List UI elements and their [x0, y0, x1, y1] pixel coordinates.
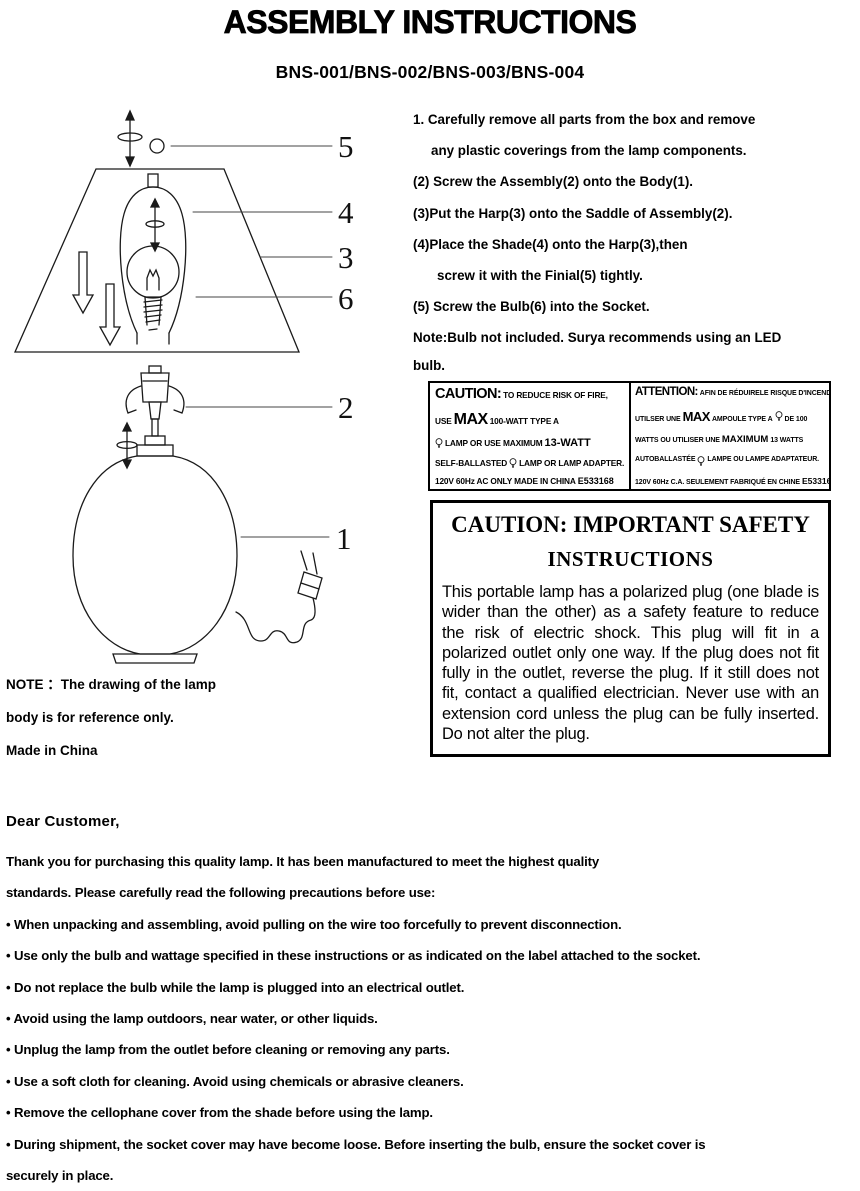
cert-number: E533168 — [577, 476, 614, 486]
note-line-2: body is for reference only. — [6, 710, 174, 725]
precaution-7: • Remove the cellophane cover from the s… — [6, 1105, 433, 1121]
attention-word: ATTENTION: — [635, 386, 698, 398]
maximum-word-fr: MAXIMUM — [721, 434, 769, 445]
precaution-3: • Do not replace the bulb while the lamp… — [6, 979, 465, 995]
autoballastee-text: AUTOBALLASTÉE — [635, 455, 696, 463]
shade-outline — [14, 168, 300, 353]
down-arrow-icon — [71, 251, 95, 315]
thirteen-watt: 13-WATT — [544, 437, 591, 449]
use-word: USE — [435, 415, 452, 426]
finial-ball — [149, 138, 165, 154]
callout-assembly: 2 — [338, 390, 354, 425]
lamp-body-drawing — [72, 455, 238, 664]
model-numbers: BNS-001/BNS-002/BNS-003/BNS-004 — [275, 62, 585, 82]
warning-label-en: CAUTION: TO REDUCE RISK OF FIRE, USE MAX… — [430, 383, 629, 489]
caution-word: CAUTION: — [435, 386, 502, 402]
harp-screw-icon — [145, 197, 165, 253]
safety-instructions-box: CAUTION: IMPORTANT SAFETY INSTRUCTIONS T… — [430, 500, 831, 757]
step-1-line-1: 1. Carefully remove all parts from the b… — [413, 112, 756, 127]
max-word-fr: MAX — [682, 408, 711, 424]
step-4-line-2: screw it with the Finial(5) tightly. — [437, 268, 643, 284]
down-arrow-icon — [98, 283, 122, 347]
voltage-text-fr: 120V 60Hz C.A. SEULEMENT FABRIQUÉ EN CHI… — [635, 479, 801, 486]
step-4-line-1: (4)Place the Shade(4) onto the Harp(3),t… — [413, 236, 688, 252]
attention-text: AFIN DE RÉDUIRELE RISQUE D'INCENDE, — [699, 390, 829, 397]
socket-assembly-drawing — [125, 365, 185, 457]
note-line-1: NOTE ：The drawing of the lamp — [6, 677, 217, 692]
socket-screw-icon — [116, 421, 138, 470]
assembly-steps: 1. Carefully remove all parts from the b… — [413, 104, 847, 377]
salutation: Dear Customer, — [6, 813, 120, 830]
utiliser-text: UTILSER UNE — [635, 415, 681, 423]
bulb-note-line-2: bulb. — [413, 357, 445, 373]
precaution-8-line-2: securely in place. — [6, 1168, 114, 1184]
safety-title-line-1: CAUTION: IMPORTANT SAFETY — [451, 512, 810, 537]
bulb-drawing — [126, 245, 180, 331]
callout-harp: 4 — [338, 195, 354, 230]
lamp-assembly-diagram: 5 4 3 6 2 1 — [14, 109, 354, 664]
treize-watts: 13 WATTS — [770, 437, 804, 444]
cert-number-fr: E533168 — [802, 476, 829, 486]
precaution-5: • Unplug the lamp from the outlet before… — [6, 1042, 450, 1058]
self-ballasted-text: SELF-BALLASTED — [435, 457, 508, 468]
watts-text: WATTS OU UTILISER UNE — [635, 437, 720, 444]
finial-screw-icon — [117, 109, 143, 168]
max-word: MAX — [453, 410, 489, 428]
safety-title-line-2: INSTRUCTIONS — [547, 547, 714, 571]
intro-line-2: standards. Please carefully read the fol… — [6, 885, 436, 901]
warning-label: CAUTION: TO REDUCE RISK OF FIRE, USE MAX… — [428, 381, 831, 491]
adaptateur-text: LAMPE OU LAMPE ADAPTATEUR. — [707, 455, 820, 463]
step-5: (5) Screw the Bulb(6) into the Socket. — [413, 299, 650, 315]
harp-outline — [119, 173, 187, 345]
wattage-text: 100-WATT TYPE A — [489, 415, 559, 426]
callout-bulb: 6 — [338, 281, 354, 316]
safety-body-text: This portable lamp has a polarized plug … — [442, 583, 819, 744]
voltage-text: 120V 60Hz AC ONLY MADE IN CHINA — [435, 476, 576, 486]
callout-shade: 3 — [338, 240, 354, 275]
step-2: (2) Screw the Assembly(2) onto the Body(… — [413, 174, 694, 190]
callout-body: 1 — [336, 521, 352, 556]
bulb-icon — [698, 455, 705, 466]
made-in-china: Made in China — [6, 743, 98, 758]
page-title: ASSEMBLY INSTRUCTIONS — [223, 4, 637, 41]
leader-lines — [170, 145, 333, 538]
ampoule-text: AMPOULE TYPE A — [711, 415, 773, 423]
precaution-1: • When unpacking and assembling, avoid p… — [6, 916, 622, 932]
precaution-2: • Use only the bulb and wattage specifie… — [6, 948, 701, 964]
precaution-8-line-1: • During shipment, the socket cover may … — [6, 1136, 706, 1152]
bulb-note-line-1: Note:Bulb not included. Surya recommends… — [413, 330, 782, 346]
reference-note: NOTE ：The drawing of the lamp body is fo… — [6, 668, 326, 767]
caution-text: TO REDUCE RISK OF FIRE, — [503, 390, 608, 400]
intro-line-1: Thank you for purchasing this quality la… — [6, 854, 600, 869]
step-1-line-2: any plastic coverings from the lamp comp… — [431, 143, 747, 159]
adapter-text: LAMP OR LAMP ADAPTER. — [519, 457, 625, 468]
callout-finial: 5 — [338, 129, 354, 164]
precaution-4: • Avoid using the lamp outdoors, near wa… — [6, 1011, 378, 1027]
power-cord-drawing — [235, 550, 323, 644]
de-100-text: DE 100 — [784, 415, 808, 423]
step-3: (3)Put the Harp(3) onto the Saddle of As… — [413, 205, 733, 221]
lamp-max-text: LAMP OR USE MAXIMUM — [445, 438, 543, 448]
bulb-icon — [435, 438, 443, 448]
customer-notes: Dear Customer, Thank you for purchasing … — [6, 812, 855, 1191]
precaution-6: • Use a soft cloth for cleaning. Avoid u… — [6, 1073, 464, 1089]
warning-label-fr: ATTENTION: AFIN DE RÉDUIRELE RISQUE D'IN… — [629, 383, 829, 489]
bulb-icon — [509, 457, 517, 468]
bulb-icon — [775, 411, 782, 421]
